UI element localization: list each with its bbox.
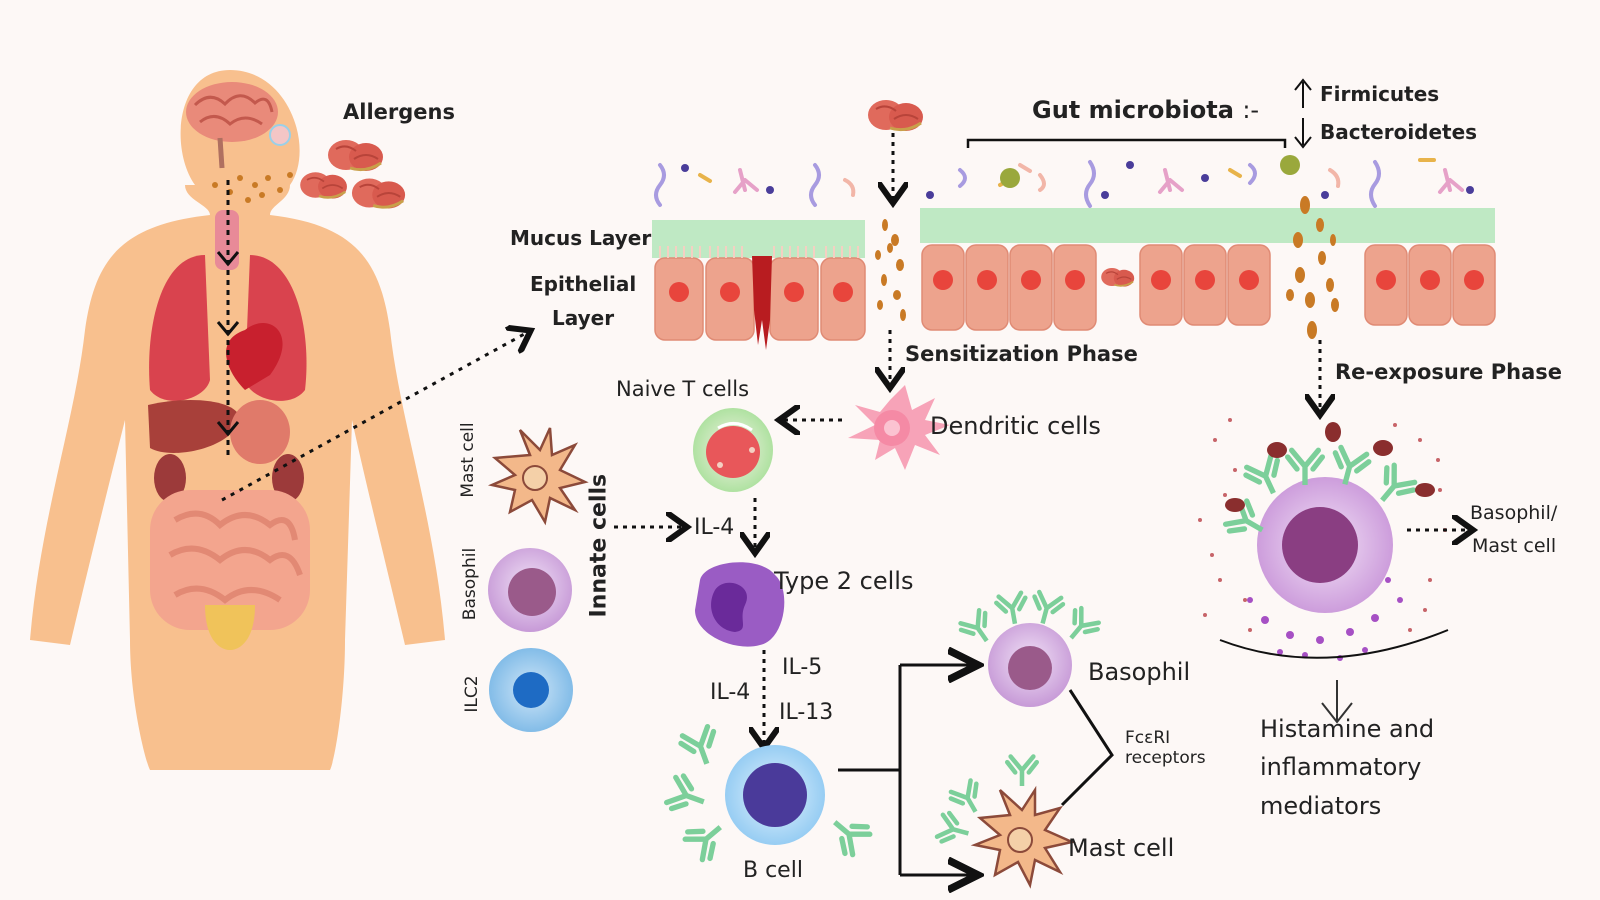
histamine-label-line2: inflammatory: [1260, 753, 1422, 781]
il4-label-top: IL-4: [694, 515, 735, 540]
histamine-label-line1: Histamine and: [1260, 715, 1435, 743]
epithelial-layer-label-line1: Epithelial: [530, 272, 637, 296]
mucus-layer-right: [920, 208, 1495, 243]
epithelial-layer-label-line2: Layer: [552, 306, 615, 330]
gut-microbiota-label: Gut microbiota :-: [1032, 96, 1260, 124]
il13-label: IL-13: [779, 700, 834, 725]
b-cell-label: B cell: [743, 858, 803, 883]
liver-organ: [148, 400, 240, 453]
allergens-label: Allergens: [343, 100, 455, 124]
degranulating-basophil-icon: [1198, 418, 1449, 661]
basophil-mast-label-line1: Basophil/: [1470, 502, 1558, 524]
to-histamine-arrow: [1321, 680, 1353, 724]
allergen-icon: [866, 98, 925, 133]
basophil-vertical-label: Basophil: [460, 547, 480, 621]
microvilli: [659, 246, 859, 258]
innate-cells-label: Innate cells: [586, 473, 612, 618]
microbiota-bracket: [966, 138, 1287, 148]
type2-cell-icon: [695, 562, 785, 647]
mast-cell-label: Mast cell: [1068, 834, 1175, 862]
dendritic-cell-icon: [848, 385, 950, 470]
intestines-organ: [150, 490, 310, 630]
kidney-left-organ: [154, 454, 186, 502]
firmicutes-label: Firmicutes: [1320, 82, 1440, 106]
decrease-arrow-icon: [1294, 118, 1312, 149]
bladder-organ: [205, 605, 255, 650]
stomach-organ: [230, 400, 290, 464]
sensitization-phase-label: Sensitization Phase: [905, 342, 1138, 366]
epithelial-cells-left: [654, 256, 866, 350]
heart-organ: [226, 322, 283, 390]
human-body-figure: [30, 70, 445, 770]
allergen-particles-icon: [212, 172, 293, 203]
basophil-sensitized-icon: [958, 591, 1102, 707]
mucus-layer-left: [652, 220, 865, 258]
brain-organ: [186, 82, 278, 169]
mast-cell-vertical-label: Mast cell: [458, 422, 478, 498]
gut-to-epithelium-arrow: [221, 332, 528, 502]
mast-cell-innate-icon: [487, 427, 589, 526]
mast-cell-sensitized-icon: [936, 757, 1076, 889]
basophil-label: Basophil: [1088, 658, 1191, 686]
fceri-connector: [1060, 689, 1114, 807]
dendritic-cells-label: Dendritic cells: [930, 412, 1101, 440]
histamine-label-line3: mediators: [1260, 792, 1382, 820]
basophil-mast-label-line2: Mast cell: [1472, 535, 1557, 557]
fceri-label-line2: receptors: [1125, 748, 1206, 768]
allergen-particles-reexposure: [1286, 196, 1339, 339]
il5-label: IL-5: [782, 655, 823, 680]
fceri-label-line1: FcεRI: [1125, 728, 1171, 748]
kidney-right-organ: [272, 454, 304, 502]
eye-icon: [269, 124, 291, 146]
type2-cells-label: Type 2 cells: [774, 567, 914, 595]
allergen-particles-sensitization: [875, 219, 906, 321]
naive-t-cell-icon: [693, 408, 773, 492]
bcell-branch-line: [838, 665, 902, 875]
bacteria-spiky-icon: [1000, 168, 1020, 188]
basophil-innate-icon: [488, 548, 572, 632]
naive-t-cells-label: Naive T cells: [616, 377, 750, 401]
reexposure-phase-label: Re-exposure Phase: [1335, 360, 1562, 384]
ilc2-vertical-label: ILC2: [462, 675, 482, 713]
bacteroidetes-label: Bacteroidetes: [1320, 120, 1478, 144]
epithelial-cells-right: [921, 244, 1496, 331]
allergens-cluster: [298, 138, 407, 210]
il4-label-mid: IL-4: [710, 680, 751, 705]
gut-microbiota-bacteria: [654, 155, 1474, 208]
b-cell-icon: [665, 725, 872, 862]
mucus-layer-label: Mucus Layer: [510, 226, 652, 250]
left-lung-organ: [149, 255, 210, 401]
ilc2-innate-icon: [489, 648, 573, 732]
increase-arrow-icon: [1294, 78, 1312, 108]
damaged-cell-icon: [752, 256, 772, 350]
